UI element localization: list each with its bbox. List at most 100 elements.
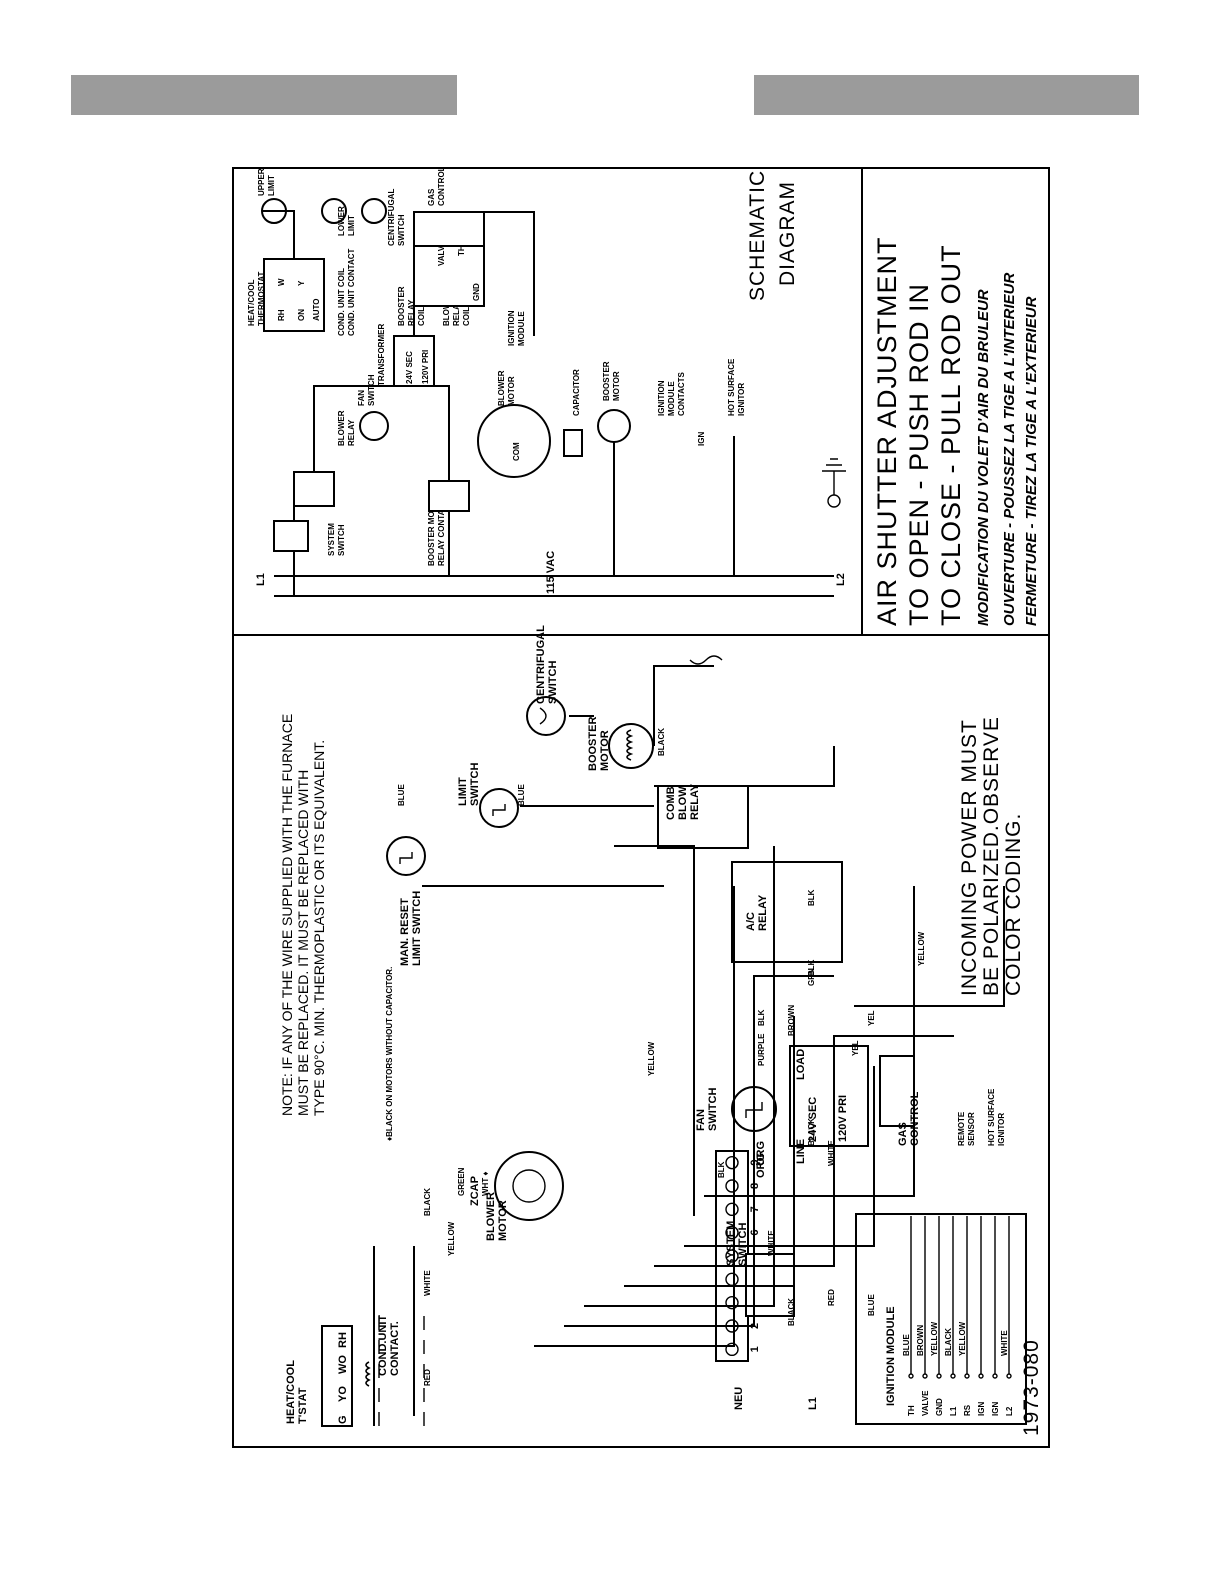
man-reset-limit-switch bbox=[386, 836, 426, 876]
limit-switch bbox=[479, 788, 519, 828]
wire-run-6 bbox=[684, 1066, 875, 1247]
wire-color-label: BLK bbox=[807, 889, 816, 906]
wire-color-label: BLK bbox=[717, 1161, 726, 1178]
wire-run-8 bbox=[704, 886, 915, 1197]
terminal-screw bbox=[725, 1202, 739, 1217]
wire-color-label: BLACK bbox=[787, 1298, 796, 1326]
booster-motor-label-1: BOOSTER bbox=[587, 717, 599, 771]
schematic-capacitor-label: CAPACITOR bbox=[572, 369, 581, 416]
module-terminal: L2 bbox=[1005, 1406, 1014, 1416]
schematic-blower-relay-label-2: RELAY bbox=[347, 419, 356, 446]
schematic-centrifugal-label-1: CENTRIFUGAL bbox=[387, 189, 396, 246]
schematic-valve: VALVE bbox=[437, 240, 446, 266]
hot-surface-label-2: IGNITOR bbox=[997, 1113, 1006, 1146]
booster-motor-relay-contact-label-2: RELAY CONTACT bbox=[437, 499, 446, 566]
transformer-line: LINE bbox=[795, 1139, 807, 1164]
module-terminal: TH bbox=[907, 1405, 916, 1416]
stat-label-w: W bbox=[277, 278, 286, 286]
wiring-note-line-1: NOTE: IF ANY OF THE WIRE SUPPLIED WITH T… bbox=[279, 714, 295, 1116]
wire-color-label: BLUE bbox=[867, 1294, 876, 1316]
wiring-diagram-svg: NOTE: IF ANY OF THE WIRE SUPPLIED WITH T… bbox=[234, 169, 1048, 1436]
schematic-system-switch bbox=[273, 520, 309, 552]
schematic-l1: L1 bbox=[255, 573, 267, 586]
schematic-blower-relay-label-1: BLOWER bbox=[337, 410, 346, 446]
schematic-runs bbox=[262, 210, 735, 596]
module-wire-color: BLACK bbox=[944, 1328, 953, 1356]
schematic-title-2: DIAGRAM bbox=[776, 181, 799, 286]
wire-run-3 bbox=[584, 846, 775, 1307]
limit-switch-label-2: SWITCH bbox=[469, 763, 481, 806]
module-terminal: IGN bbox=[977, 1402, 986, 1416]
air-shutter-line-3: TO CLOSE - PULL ROD OUT bbox=[936, 244, 966, 626]
ignition-module-label: IGNITION MODULE bbox=[885, 1306, 897, 1406]
wire-run-7 bbox=[614, 845, 695, 1216]
schematic-gas-control bbox=[413, 211, 485, 247]
wire-color-label: BLUE bbox=[397, 784, 406, 806]
wire-color-label: BROWN bbox=[787, 1005, 796, 1036]
wire-run-11 bbox=[654, 746, 835, 787]
wire-color-label: WHT ♦ bbox=[481, 1171, 490, 1196]
air-shutter-fr-title: MODIFICATION DU VOLET D'AIR DU BRULEUR bbox=[975, 289, 992, 626]
centrifugal-switch-label-1: CENTRIFUGAL bbox=[535, 625, 547, 704]
lower-limit-label-2: LIMIT bbox=[347, 215, 356, 236]
booster-motor-label-2: MOTOR bbox=[599, 730, 611, 771]
lower-limit-label-1: LOWER bbox=[337, 206, 346, 236]
air-shutter-section: AIR SHUTTER ADJUSTMENT TO OPEN - PUSH RO… bbox=[872, 236, 1040, 626]
upper-limit-label-2: LIMIT bbox=[267, 175, 276, 196]
schematic-system-switch-label-1: SYSTEM bbox=[327, 523, 336, 556]
schematic-blower-relay bbox=[293, 471, 335, 507]
wire-org-2: ORG bbox=[755, 1153, 767, 1178]
blow-relay-label-3: RELAY bbox=[689, 783, 701, 820]
schematic-fan-switch-label-1: FAN bbox=[357, 390, 366, 406]
booster-motor-winding bbox=[626, 729, 634, 761]
wiring-diagram: NOTE: IF ANY OF THE WIRE SUPPLIED WITH T… bbox=[279, 625, 1043, 1436]
fan-switch-label-1: FAN bbox=[695, 1109, 707, 1131]
ac-relay-label-1: A/C bbox=[745, 912, 757, 931]
schematic-run-3 bbox=[313, 385, 394, 472]
booster-relay-coil-label-1: BOOSTER bbox=[397, 286, 406, 326]
schematic-centrifugal-switch bbox=[361, 198, 387, 224]
remote-sensor-label-2: SENSOR bbox=[967, 1112, 976, 1146]
schematic-centrifugal-label-2: SWITCH bbox=[397, 214, 406, 246]
transformer-sec: 24V SEC bbox=[807, 1097, 819, 1142]
blower-motor bbox=[494, 1151, 564, 1221]
fan-switch-label-2: SWITCH bbox=[707, 1088, 719, 1131]
booster-motor-relay-contact-label-1: BOOSTER MOTOR bbox=[427, 494, 436, 566]
centrifugal-switch-symbol bbox=[539, 707, 547, 725]
wire-color-label: PURPLE bbox=[757, 1033, 766, 1066]
ac-relay-label-2: RELAY bbox=[757, 894, 769, 931]
gas-control-label-1: GAS bbox=[897, 1122, 909, 1146]
booster-relay-coil-label-2: RELAY bbox=[407, 299, 416, 326]
limit-switch-symbol bbox=[492, 804, 506, 816]
blow-relay-label-2: BLOW bbox=[677, 786, 689, 820]
module-wire-color: YELLOW bbox=[958, 1321, 967, 1356]
zcap-label: ZCAP bbox=[469, 1176, 481, 1206]
wire-color-label: RED bbox=[827, 1289, 836, 1306]
blower-motor-label-2: MOTOR bbox=[497, 1200, 509, 1241]
l1-label: L1 bbox=[807, 1397, 819, 1410]
schematic-blower-motor-label-1: BLOWER bbox=[497, 370, 506, 406]
stat-terminal-wo: WO bbox=[337, 1355, 349, 1374]
incoming-power-line-2: BE POLARIZED.OBSERVE bbox=[980, 716, 1003, 996]
terminal-screw bbox=[725, 1295, 739, 1310]
terminal-screw bbox=[725, 1342, 739, 1357]
wire-color-label: WHITE bbox=[767, 1230, 776, 1256]
ignition-contacts-label-1: IGNITION bbox=[657, 380, 666, 416]
wiring-note-line-2: MUST BE REPLACED. IT MUST BE REPLACED WI… bbox=[295, 770, 311, 1116]
ignition-module-wiring bbox=[855, 1213, 1027, 1425]
wire-run-1 bbox=[534, 886, 735, 1347]
schematic-capacitor bbox=[563, 429, 583, 457]
transformer-pri: 120V PRI bbox=[837, 1095, 849, 1142]
man-reset-symbol bbox=[399, 852, 413, 864]
system-switch-label-2: SWITCH bbox=[737, 1223, 749, 1266]
schematic-vac: 115 VAC bbox=[545, 551, 557, 594]
schematic-lower-limit bbox=[321, 198, 347, 224]
module-wire-color: BROWN bbox=[916, 1325, 925, 1356]
ac-relay bbox=[731, 861, 843, 963]
schematic-title-1: SCHEMATIC bbox=[746, 170, 769, 301]
wire-color-label: BLACK bbox=[657, 728, 666, 756]
schematic-ignitor-label-2: IGNITOR bbox=[737, 383, 746, 416]
wire-color-label: BLK bbox=[807, 959, 816, 976]
schematic-ignitor-label-1: HOT SURFACE bbox=[727, 358, 736, 416]
